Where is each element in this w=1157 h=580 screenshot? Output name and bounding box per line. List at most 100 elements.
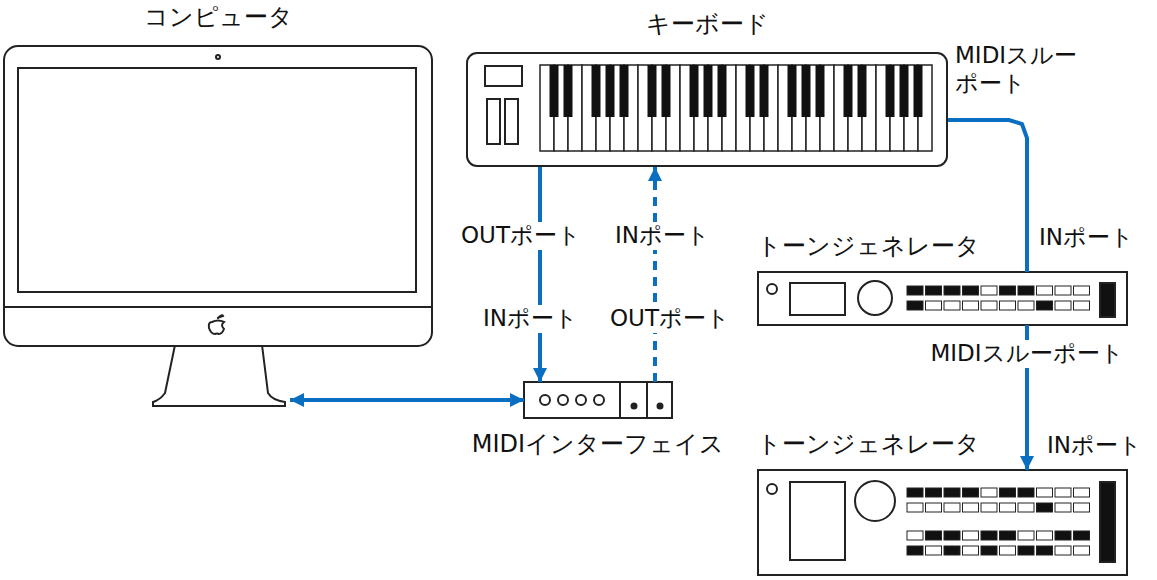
monitor-screen xyxy=(18,68,416,292)
panel-button xyxy=(981,301,997,310)
panel-button xyxy=(1037,531,1053,540)
panel-button xyxy=(1074,286,1090,295)
interface-divider xyxy=(646,382,648,418)
tone-generator: トーンジェネレータ xyxy=(757,470,1127,575)
tone-generator-body xyxy=(758,272,1127,325)
black-key xyxy=(900,65,909,117)
panel-button xyxy=(981,503,997,512)
black-key xyxy=(564,65,573,117)
panel-button xyxy=(926,286,942,295)
port-label: INポート xyxy=(480,305,581,333)
black-key xyxy=(886,65,895,117)
black-key xyxy=(550,65,559,117)
panel-button xyxy=(1055,488,1071,497)
midi-cable xyxy=(653,167,657,382)
panel-button xyxy=(1000,286,1016,295)
panel-button xyxy=(1000,488,1016,497)
tg-display xyxy=(790,482,845,560)
black-key xyxy=(788,65,797,117)
panel-button xyxy=(1000,546,1016,555)
panel-button xyxy=(907,488,923,497)
panel-button xyxy=(1037,286,1053,295)
black-key xyxy=(718,65,727,117)
panel-button xyxy=(981,488,997,497)
interface-divider xyxy=(619,382,621,418)
panel-button xyxy=(963,301,979,310)
black-key xyxy=(704,65,713,117)
panel-button xyxy=(963,488,979,497)
black-key xyxy=(914,65,923,117)
panel-button xyxy=(926,301,942,310)
black-key xyxy=(816,65,825,117)
panel-button xyxy=(981,531,997,540)
black-key xyxy=(620,65,629,117)
panel-button xyxy=(1074,488,1090,497)
tg-bar xyxy=(1100,482,1115,562)
power-button xyxy=(767,284,777,294)
port-label: MIDIスルーポート xyxy=(927,340,1126,368)
panel-button xyxy=(963,503,979,512)
panel-button xyxy=(926,531,942,540)
panel-button xyxy=(907,531,923,540)
black-key xyxy=(690,65,699,117)
tg-knob xyxy=(858,281,892,315)
panel-button xyxy=(1018,503,1034,512)
port-label: INポート xyxy=(612,222,713,250)
panel-button xyxy=(1000,503,1016,512)
panel-button xyxy=(907,286,923,295)
panel-button xyxy=(926,546,942,555)
panel-button xyxy=(1055,531,1071,540)
monitor-chin xyxy=(4,306,432,308)
panel-button xyxy=(1018,546,1034,555)
panel-button xyxy=(944,301,960,310)
interface-body xyxy=(524,382,672,418)
panel-button xyxy=(944,488,960,497)
port-label: INポート xyxy=(1036,224,1137,252)
device-title: キーボード xyxy=(646,10,769,39)
panel-button xyxy=(1037,301,1053,310)
interface-led xyxy=(576,395,586,405)
black-key xyxy=(662,65,671,117)
panel-button xyxy=(944,546,960,555)
port-label: OUTポート xyxy=(607,305,733,333)
panel-button xyxy=(1055,301,1071,310)
panel-button xyxy=(1037,546,1053,555)
midi-cable xyxy=(290,398,524,402)
monitor-stand xyxy=(153,345,285,406)
panel-button xyxy=(1037,488,1053,497)
tg-display xyxy=(790,283,845,315)
black-key xyxy=(858,65,867,117)
panel-button xyxy=(944,503,960,512)
panel-button xyxy=(926,488,942,497)
black-key xyxy=(648,65,657,117)
port-dot xyxy=(658,404,663,409)
device-title: コンピュータ xyxy=(144,3,293,32)
panel-button xyxy=(1000,531,1016,540)
panel-button xyxy=(1000,301,1016,310)
panel-button xyxy=(981,546,997,555)
interface-led xyxy=(540,395,550,405)
black-key xyxy=(606,65,615,117)
tone-generator-body xyxy=(758,470,1127,575)
slider-slot xyxy=(505,99,518,144)
panel-button xyxy=(963,286,979,295)
black-key xyxy=(760,65,769,117)
black-key xyxy=(802,65,811,117)
slider-slot xyxy=(487,99,500,144)
panel-button xyxy=(1018,286,1034,295)
panel-button xyxy=(1055,503,1071,512)
port-label: INポート xyxy=(1044,432,1145,460)
tone-generator: トーンジェネレータ xyxy=(757,272,1127,325)
device-title: MIDIインターフェイス xyxy=(472,430,724,459)
keyboard: キーボード xyxy=(466,52,948,167)
tg-knob xyxy=(855,481,895,521)
panel-button xyxy=(1018,488,1034,497)
apple-logo xyxy=(209,315,224,334)
panel-button xyxy=(944,531,960,540)
monitor-body xyxy=(4,46,432,346)
panel-button xyxy=(963,546,979,555)
panel-button xyxy=(1074,546,1090,555)
interface-led xyxy=(594,395,604,405)
panel-button xyxy=(907,546,923,555)
panel-button xyxy=(907,301,923,310)
